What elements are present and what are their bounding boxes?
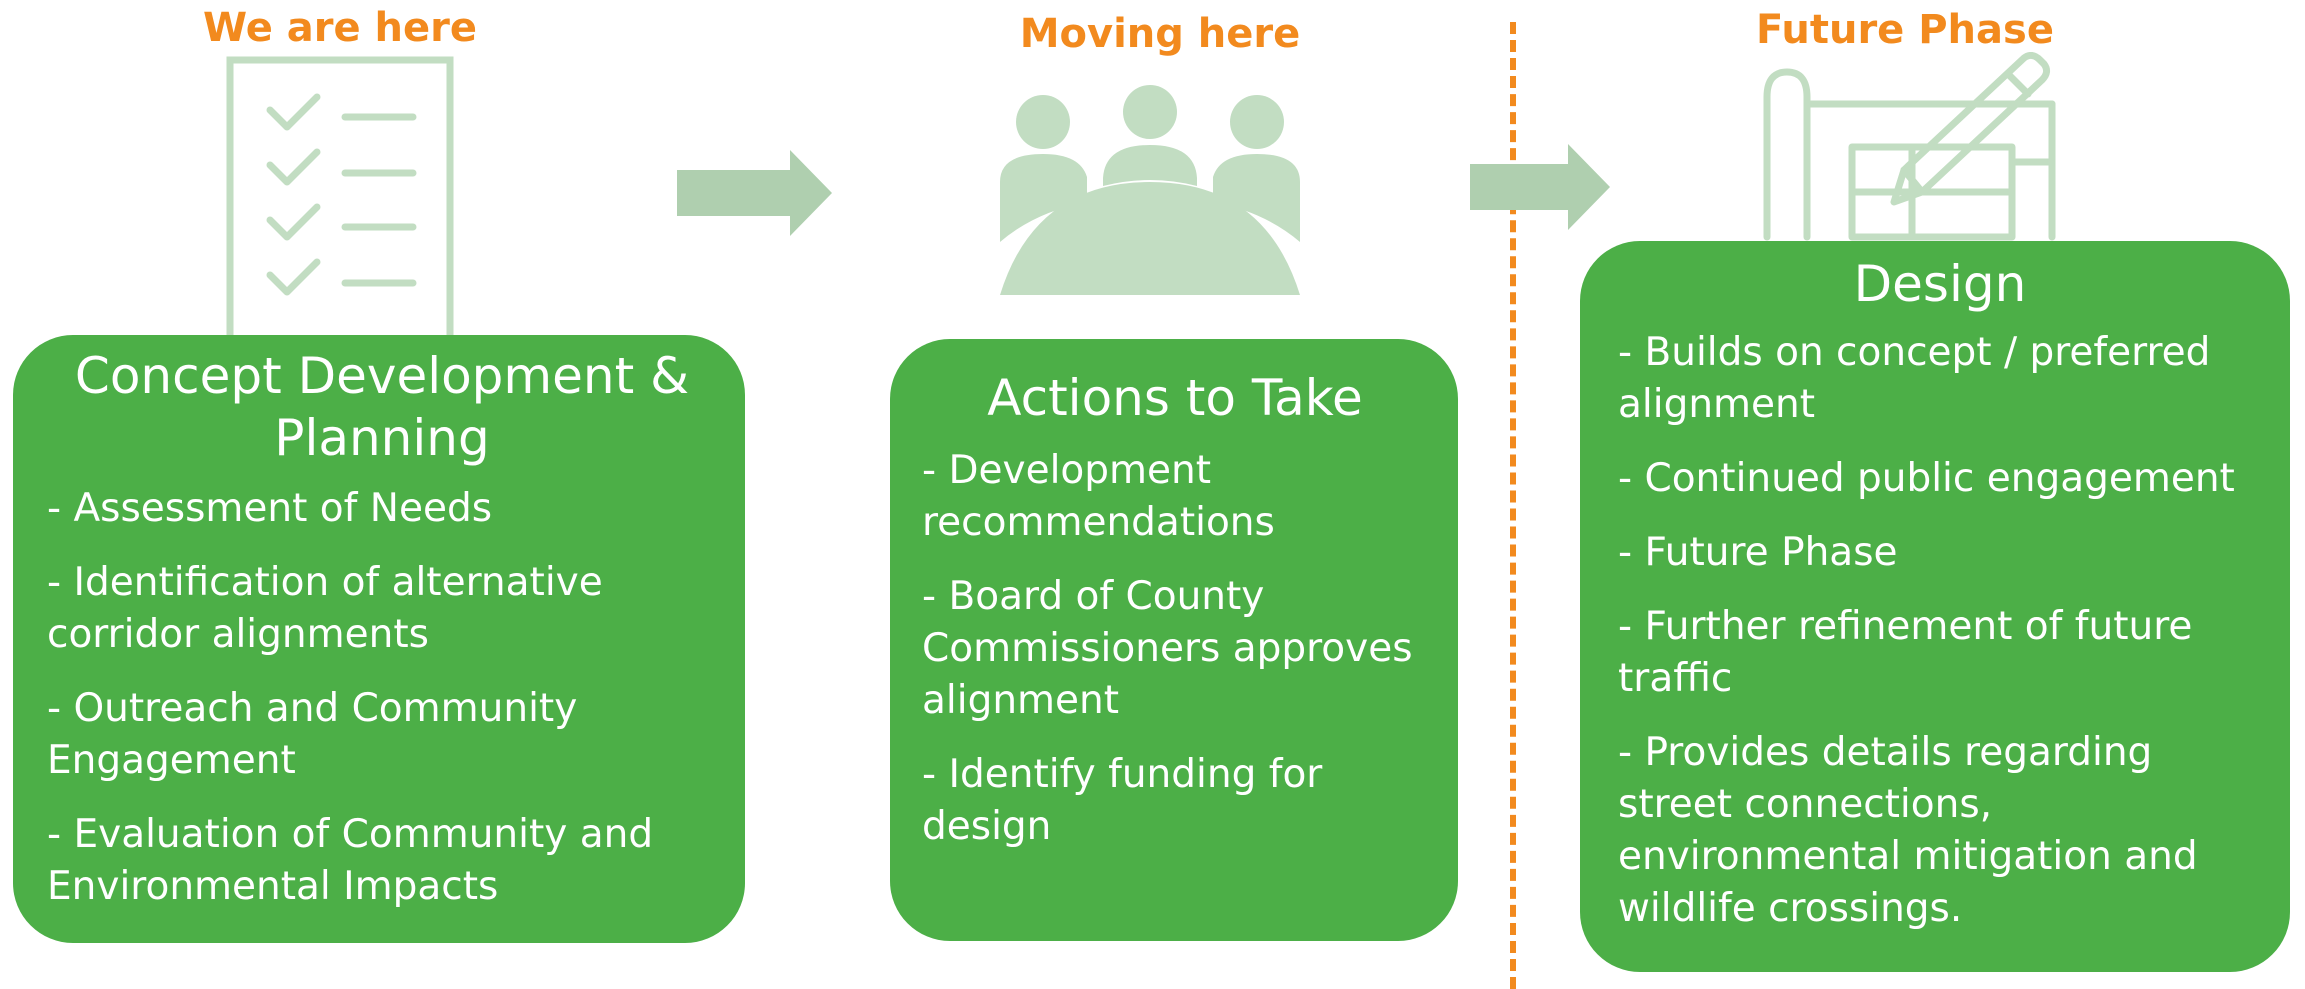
blueprint-pencil-icon bbox=[1763, 52, 2056, 241]
card-actions-to-take: Actions to Take - Development recommenda… bbox=[890, 339, 1458, 941]
list-item: - Provides details regarding street conn… bbox=[1618, 730, 2198, 931]
card-list: - Builds on concept / preferred alignmen… bbox=[1618, 327, 2262, 935]
stage-label-moving-here: Moving here bbox=[1019, 11, 1301, 57]
card-title: Design bbox=[1853, 255, 2027, 313]
stage-label-future-phase: Future Phase bbox=[1756, 7, 2054, 53]
phase-divider bbox=[1510, 22, 1516, 989]
meeting-people-icon bbox=[1000, 85, 1300, 295]
list-item: - Board of County Commissioners approves… bbox=[922, 574, 1413, 723]
checklist-icon bbox=[226, 56, 454, 340]
card-title: Concept Development & Planning bbox=[74, 347, 690, 467]
card-list: - Assessment of Needs - Identification o… bbox=[47, 483, 717, 913]
arrow-right-icon bbox=[1470, 144, 1610, 230]
card-title: Actions to Take bbox=[987, 369, 1363, 427]
card-list: - Development recommendations - Board of… bbox=[922, 445, 1428, 853]
stage-label-we-are-here: We are here bbox=[203, 5, 477, 51]
list-item: - Evaluation of Community and Environmen… bbox=[47, 812, 654, 909]
list-item: - Outreach and Community Engagement bbox=[47, 686, 578, 783]
list-item: - Future Phase bbox=[1618, 530, 1898, 575]
list-item: - Continued public engagement bbox=[1618, 456, 2235, 501]
card-concept-development: Concept Development & Planning - Assessm… bbox=[13, 335, 745, 943]
list-item: - Assessment of Needs bbox=[47, 486, 493, 531]
list-item: - Builds on concept / preferred alignmen… bbox=[1618, 330, 2211, 427]
list-item: - Further refinement of future traffic bbox=[1618, 604, 2193, 701]
list-item: - Identification of alternative corridor… bbox=[47, 560, 603, 657]
list-item: - Identify funding for design bbox=[922, 752, 1323, 849]
list-item: - Development recommendations bbox=[922, 448, 1275, 545]
card-design: Design - Builds on concept / preferred a… bbox=[1580, 241, 2290, 972]
arrow-right-icon bbox=[677, 150, 832, 236]
